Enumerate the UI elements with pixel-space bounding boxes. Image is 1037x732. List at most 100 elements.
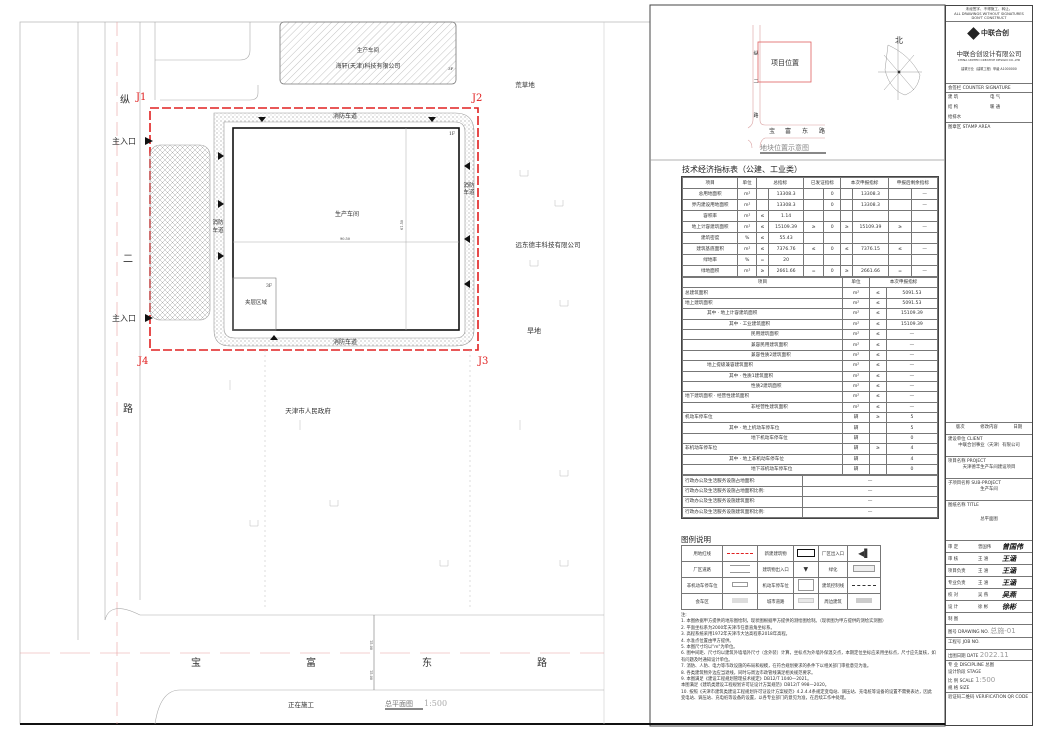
company-logo-icon [967, 26, 980, 40]
plan-scale: 1:500 [424, 699, 447, 708]
table-cell: — [911, 221, 938, 233]
stamp-area: 图章区 STAMP AREA [946, 123, 1032, 423]
table-header-cell: 总指标 [756, 177, 805, 189]
table-cell: ≥ [840, 221, 854, 233]
row-unit: m² [842, 370, 870, 382]
table-cell [911, 210, 938, 222]
building-entrance-icon: ▼ [792, 561, 819, 578]
dryland-label: 旱地 [527, 326, 541, 335]
row-label: 其中 · 地上机动车停车位 [682, 422, 843, 434]
corner-j2: J2 [471, 93, 482, 104]
row-value: — [885, 349, 939, 362]
building-label: 生产车间 [335, 210, 359, 218]
table-cell [852, 232, 889, 244]
row-operator: ≤ [868, 308, 887, 320]
table-header-cell: 本次申报指标 [840, 177, 889, 189]
table-row: 绿地率%=20 [681, 254, 938, 266]
table-cell: ≤ [756, 221, 769, 233]
row-value: 5091.53 [885, 297, 939, 310]
entrance-arrows [145, 117, 470, 340]
row-unit: m² [842, 391, 870, 403]
table-cell [852, 254, 889, 266]
row-unit: 辆 [842, 412, 870, 424]
row-operator: ≤ [868, 360, 887, 372]
table-row: 机动车停车位辆≥5 [682, 412, 939, 424]
signoff-name: 王 涵 [978, 569, 989, 574]
row-value: 0 [885, 464, 939, 476]
table-cell [803, 210, 824, 222]
map-road-char: 宝 [769, 127, 775, 135]
table-cell: ≤ [756, 210, 769, 222]
table-cell: 0 [822, 188, 842, 200]
greenery-icon [847, 561, 881, 578]
legend-title: 图例说明 [681, 535, 711, 544]
table-cell: ≥ [803, 221, 824, 233]
tech-table-title: 技术经济指标表（公建、工业类） [682, 165, 802, 174]
table-row: 行政办公及生活服务设施建筑面积:— [682, 496, 938, 508]
signature: 王涵 [1002, 566, 1016, 575]
rev-header: 版次 [955, 425, 965, 430]
row-value: — [802, 485, 938, 498]
row-operator [868, 432, 887, 445]
signoff-name: 吴 燕 [978, 593, 989, 598]
table-cell: 建筑密度 [681, 232, 739, 244]
row-label: 其中 · 工业建筑面积 [682, 318, 843, 330]
table-cell: ≤ [887, 243, 913, 255]
north-company-label: 海轩(天津)科技有限公司 [336, 62, 401, 70]
north-label: 北 [895, 36, 903, 45]
table-cell: 1.14 [767, 210, 805, 222]
signoff-row: 设 计徐 彬徐彬 [946, 601, 1032, 613]
table-header-row: 项目单位本次申报指标 [682, 276, 939, 289]
signature: 吴燕 [1002, 590, 1016, 599]
table-cell: 7376.76 [767, 243, 805, 255]
table-cell: ≥ [756, 265, 769, 277]
west-road-char: 二 [123, 254, 133, 265]
row-value: — [885, 391, 939, 403]
south-road-char: 东 [422, 656, 432, 669]
table-cell: 绿地率 [681, 254, 739, 266]
corner-j3: J3 [477, 356, 488, 367]
south-org-label: 天津市人民政府 [285, 406, 331, 415]
row-label: 机动车停车位 [682, 412, 843, 424]
row-unit: m² [842, 328, 870, 341]
row-label: 地下非机动车停车位 [682, 464, 843, 476]
north-building-label: 生产车间 [357, 46, 379, 54]
row-label: 地下建筑面积 · 经营性建筑面积 [682, 391, 843, 403]
main-entrance-label: 主入口 [112, 313, 136, 323]
table-cell: 总用地面积 [681, 188, 739, 200]
factory-road-icon [722, 561, 759, 578]
legend-row: 会车区城市道路周边建筑 [680, 593, 881, 610]
table-cell: 0 [822, 265, 842, 277]
row-operator: ≤ [868, 297, 887, 310]
signoff-role: 专业负责 [948, 581, 966, 586]
table-cell: 绿地面积 [681, 265, 739, 277]
signoff-role: 项目负责 [948, 569, 966, 574]
signoff-row: 制 图 [946, 613, 1032, 625]
row-unit: 辆 [842, 464, 870, 476]
row-label: 其中 · 地上非机动车停车位 [682, 453, 843, 466]
table-header-row: 项目单位总指标已发证指标本次申报指标申报后剩余指标 [681, 177, 939, 189]
table-header-cell: 申报后剩余指标 [887, 177, 939, 189]
row-label: 兼容民用建筑面积 [682, 339, 843, 351]
legend-label: 厂区道路 [680, 561, 724, 578]
table-cell: 55.43 [767, 232, 805, 244]
note-item: 2. 平面坐标系为2000年天津市任意直角坐标系。 [681, 625, 775, 631]
row-value: — [885, 401, 939, 414]
row-operator: ≤ [868, 391, 887, 403]
note-item: 本图满足《建筑类建设工程规划许可证设计方案规范》DB12/T 998—2020。 [681, 683, 830, 689]
row-value: — [885, 328, 939, 341]
table-cell [803, 232, 824, 244]
table-cell: — [911, 265, 938, 277]
row-label: 行政办公及生活服务设施建筑面积: [682, 496, 803, 508]
scale-value: 1:500 [975, 676, 996, 684]
table-cell: % [737, 232, 758, 244]
legend-label: 新建建筑物 [757, 545, 794, 562]
row-label: 非经营性建筑面积 [682, 401, 843, 414]
